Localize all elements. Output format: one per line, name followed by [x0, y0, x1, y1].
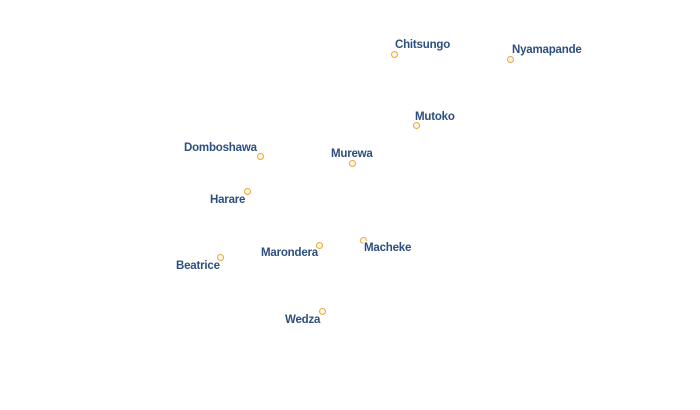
place-label: Domboshawa: [184, 142, 257, 154]
place-label: Beatrice: [176, 260, 220, 272]
town-marker-icon[interactable]: [506, 55, 514, 63]
town-marker-icon[interactable]: [256, 152, 264, 160]
place-label: Nyamapande: [512, 44, 582, 56]
place-label: Macheke: [364, 242, 412, 254]
place-label: Mutoko: [415, 111, 455, 123]
town-marker-icon[interactable]: [216, 253, 224, 261]
town-marker-icon[interactable]: [318, 307, 326, 315]
town-marker-icon[interactable]: [359, 236, 367, 244]
place-label: Murewa: [331, 148, 373, 160]
town-marker-icon[interactable]: [390, 50, 398, 58]
place-label: Harare: [210, 194, 246, 206]
town-marker-icon[interactable]: [315, 241, 323, 249]
town-marker-icon[interactable]: [348, 159, 356, 167]
town-marker-icon[interactable]: [243, 187, 251, 195]
town-marker-icon[interactable]: [412, 121, 420, 129]
place-label: Chitsungo: [395, 39, 451, 51]
place-label: Marondera: [261, 247, 318, 259]
place-label: Wedza: [285, 314, 321, 326]
